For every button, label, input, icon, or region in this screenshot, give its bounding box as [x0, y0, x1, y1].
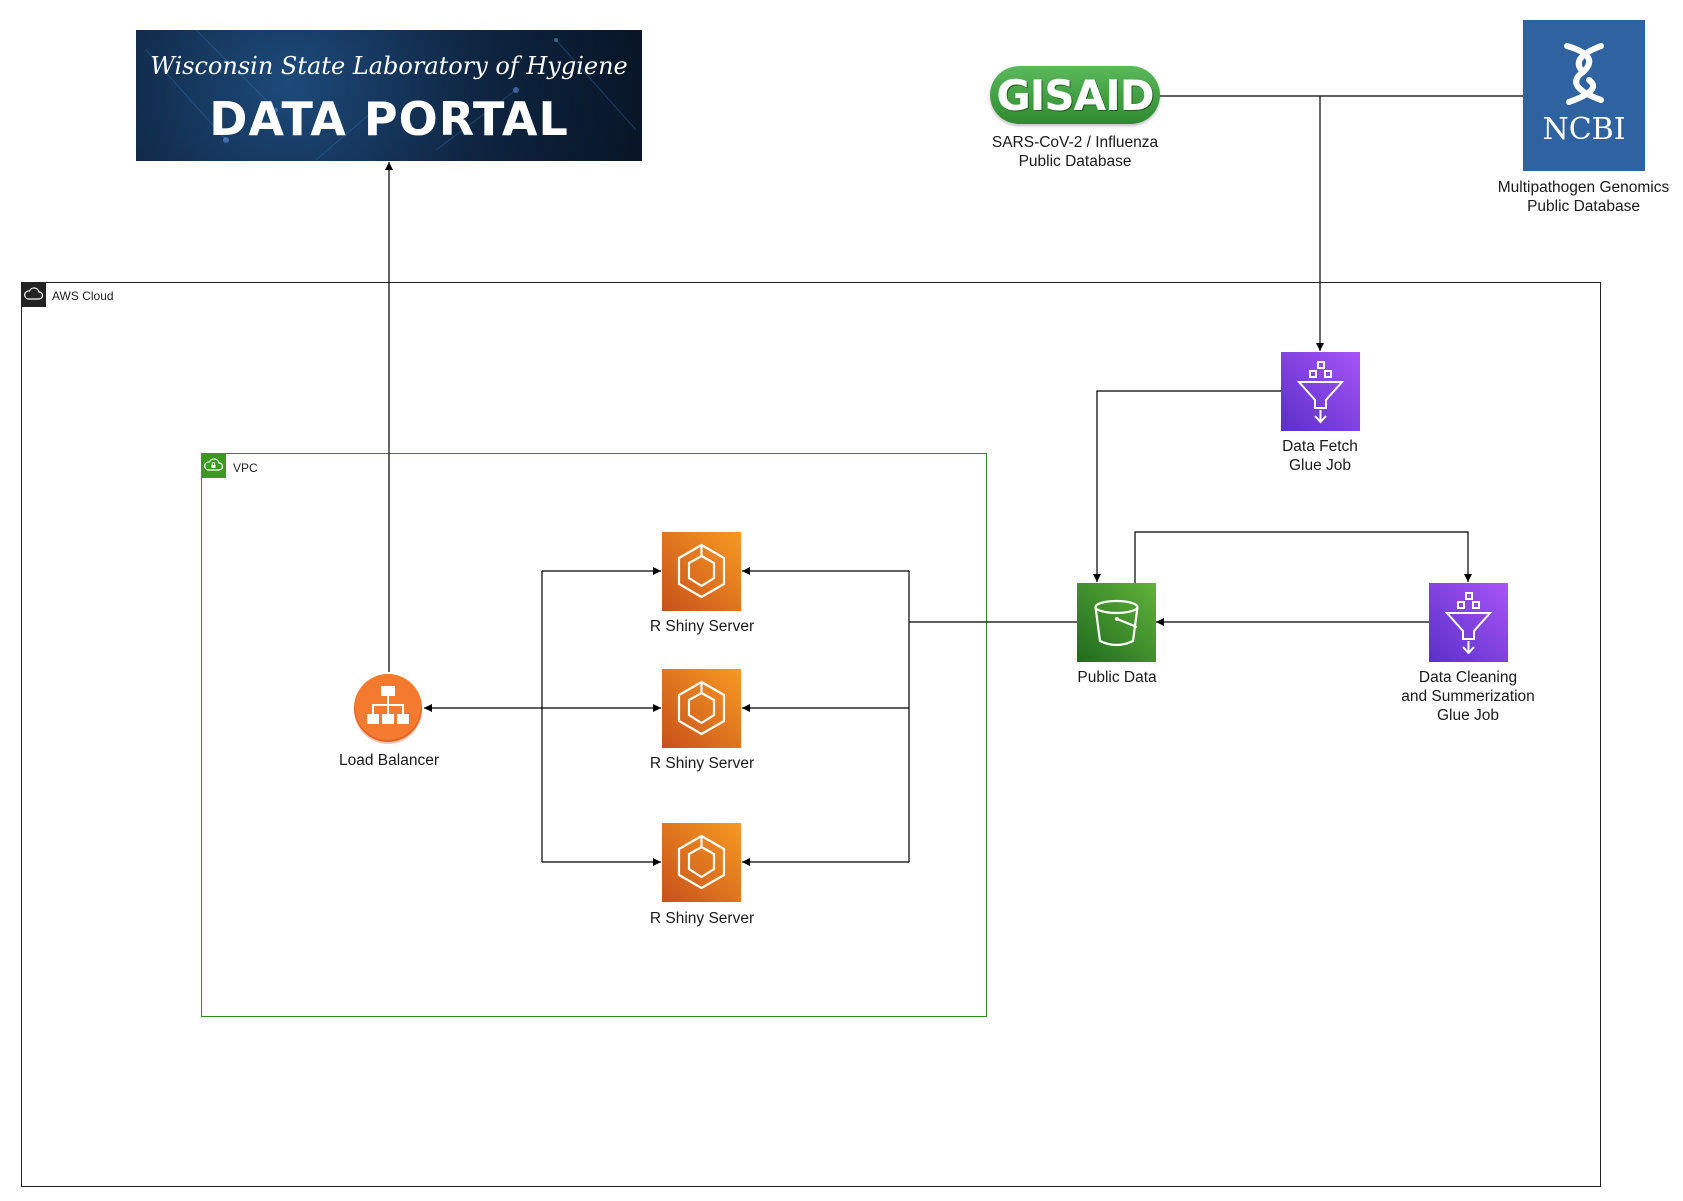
portal-title: DATA PORTAL [209, 92, 569, 146]
ecs-icon [662, 532, 741, 611]
network-pattern [145, 30, 637, 161]
ncbi-caption: Multipathogen Genomics Public Database [1484, 178, 1683, 216]
glue-icon [1429, 583, 1508, 662]
ncbi-caption-line1: Multipathogen Genomics [1497, 179, 1670, 196]
shiny-server-1 [662, 532, 741, 611]
gisaid-caption: SARS-CoV-2 / Influenza Public Database [960, 133, 1190, 171]
public-data-node [1077, 583, 1156, 662]
aws-cloud-badge [21, 282, 46, 307]
aws-cloud-group [21, 282, 1601, 1187]
load-balancer-icon [354, 674, 422, 744]
gisaid-caption-line1: SARS-CoV-2 / Influenza [991, 134, 1159, 151]
s3-bucket-icon [1077, 583, 1156, 662]
fetch-glue-job-line1: Data Fetch [1282, 438, 1358, 455]
cleaning-glue-job-line2: and Summerization [1401, 688, 1535, 705]
vpc-group [201, 453, 987, 1017]
shiny-server-1-label: R Shiny Server [649, 618, 755, 635]
gisaid-logo: GISAID [990, 66, 1160, 124]
cleaning-glue-job-node [1429, 583, 1508, 662]
cleaning-glue-job-line1: Data Cleaning [1418, 669, 1518, 686]
fetch-glue-job-line2: Glue Job [1288, 457, 1352, 474]
ecs-icon [662, 669, 741, 748]
cleaning-glue-job-label: Data Cleaning and Summerization Glue Job [1368, 668, 1568, 725]
data-portal-banner: Wisconsin State Laboratory of Hygiene DA… [136, 30, 642, 161]
portal-subtitle: Wisconsin State Laboratory of Hygiene [150, 52, 628, 80]
fetch-glue-job-label: Data Fetch Glue Job [1240, 437, 1400, 475]
fetch-glue-job-node [1281, 352, 1360, 431]
ncbi-caption-line2: Public Database [1527, 198, 1640, 215]
load-balancer-label: Load Balancer [339, 752, 439, 769]
shiny-server-3-label: R Shiny Server [649, 910, 755, 927]
cleaning-glue-job-line3: Glue Job [1436, 707, 1500, 724]
vpc-cloud-lock-icon [204, 458, 224, 471]
gisaid-logo-text: GISAID [996, 71, 1154, 120]
aws-cloud-label: AWS Cloud [52, 289, 114, 303]
shiny-server-2-label: R Shiny Server [649, 755, 755, 772]
dna-helix-icon [1564, 43, 1604, 105]
shiny-server-3 [662, 823, 741, 902]
load-balancer-node [352, 672, 424, 744]
cloud-icon [24, 287, 44, 300]
ncbi-logo: NCBI [1523, 20, 1645, 171]
vpc-badge [201, 453, 226, 478]
gisaid-caption-line2: Public Database [1018, 153, 1132, 170]
ncbi-logo-text: NCBI [1542, 112, 1626, 147]
shiny-server-2 [662, 669, 741, 748]
ecs-icon [662, 823, 741, 902]
glue-icon [1281, 352, 1360, 431]
vpc-label: VPC [233, 461, 258, 475]
public-data-label: Public Data [1077, 669, 1157, 686]
